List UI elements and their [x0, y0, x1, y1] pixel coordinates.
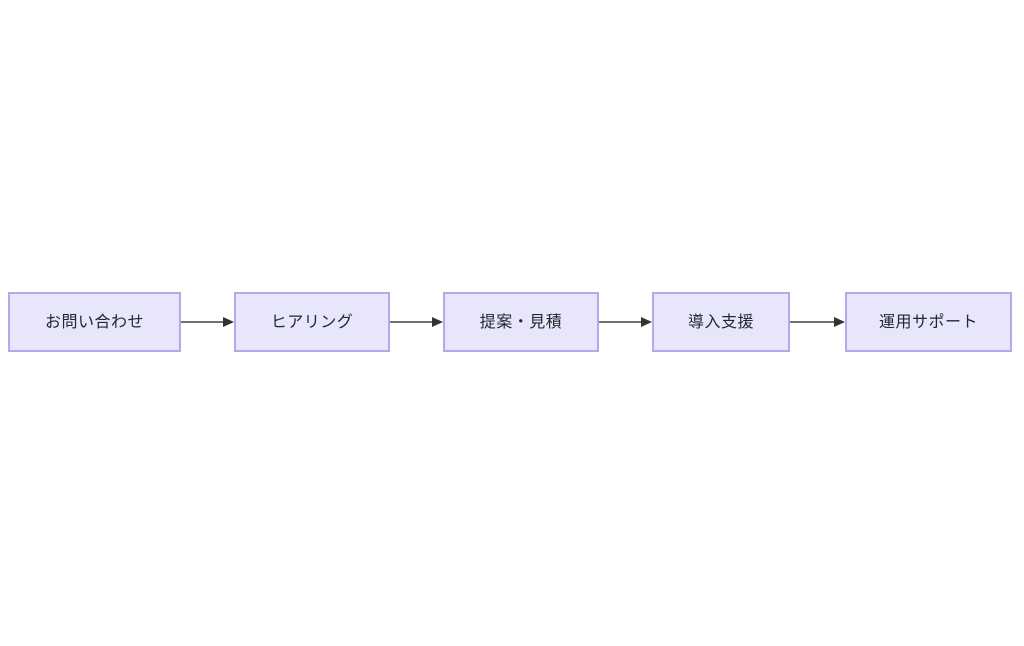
flow-arrow-proposal-to-implementation: [599, 316, 652, 328]
flow-arrow-implementation-to-operation: [790, 316, 845, 328]
flow-node-label: お問い合わせ: [44, 312, 144, 331]
flow-node-label: 提案・見積: [479, 312, 563, 331]
flow-node-label: ヒアリング: [270, 312, 354, 331]
flow-node-operation-support[interactable]: 運用サポート: [845, 292, 1012, 352]
flow-node-hearing[interactable]: ヒアリング: [234, 292, 390, 352]
flow-arrow-hearing-to-proposal: [390, 316, 443, 328]
flow-node-label: 導入支援: [687, 312, 754, 331]
flow-node-contact[interactable]: お問い合わせ: [8, 292, 181, 352]
flow-node-label: 運用サポート: [878, 312, 978, 331]
flow-node-implementation-support[interactable]: 導入支援: [652, 292, 790, 352]
flowchart-sequence: お問い合わせ ヒアリング 提案・見積 導入支援 運用サポート: [0, 292, 1024, 352]
flow-node-proposal-quote[interactable]: 提案・見積: [443, 292, 599, 352]
flow-arrow-contact-to-hearing: [181, 316, 234, 328]
